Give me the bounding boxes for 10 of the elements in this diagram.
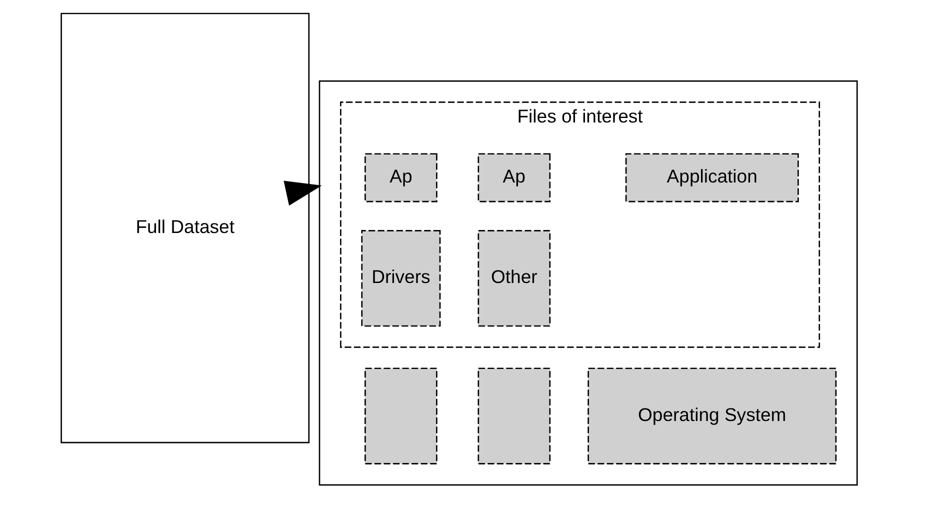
node-box: Ap [364, 153, 438, 202]
node-box: Other [478, 230, 551, 327]
node-box [364, 368, 438, 464]
node-box: Ap [478, 153, 551, 202]
node-box: Operating System [588, 368, 837, 464]
node-box: Application [625, 153, 799, 202]
node-box [478, 368, 551, 464]
node-box: Drivers [361, 230, 441, 327]
cluster [318, 80, 858, 486]
arrow [284, 180, 322, 206]
